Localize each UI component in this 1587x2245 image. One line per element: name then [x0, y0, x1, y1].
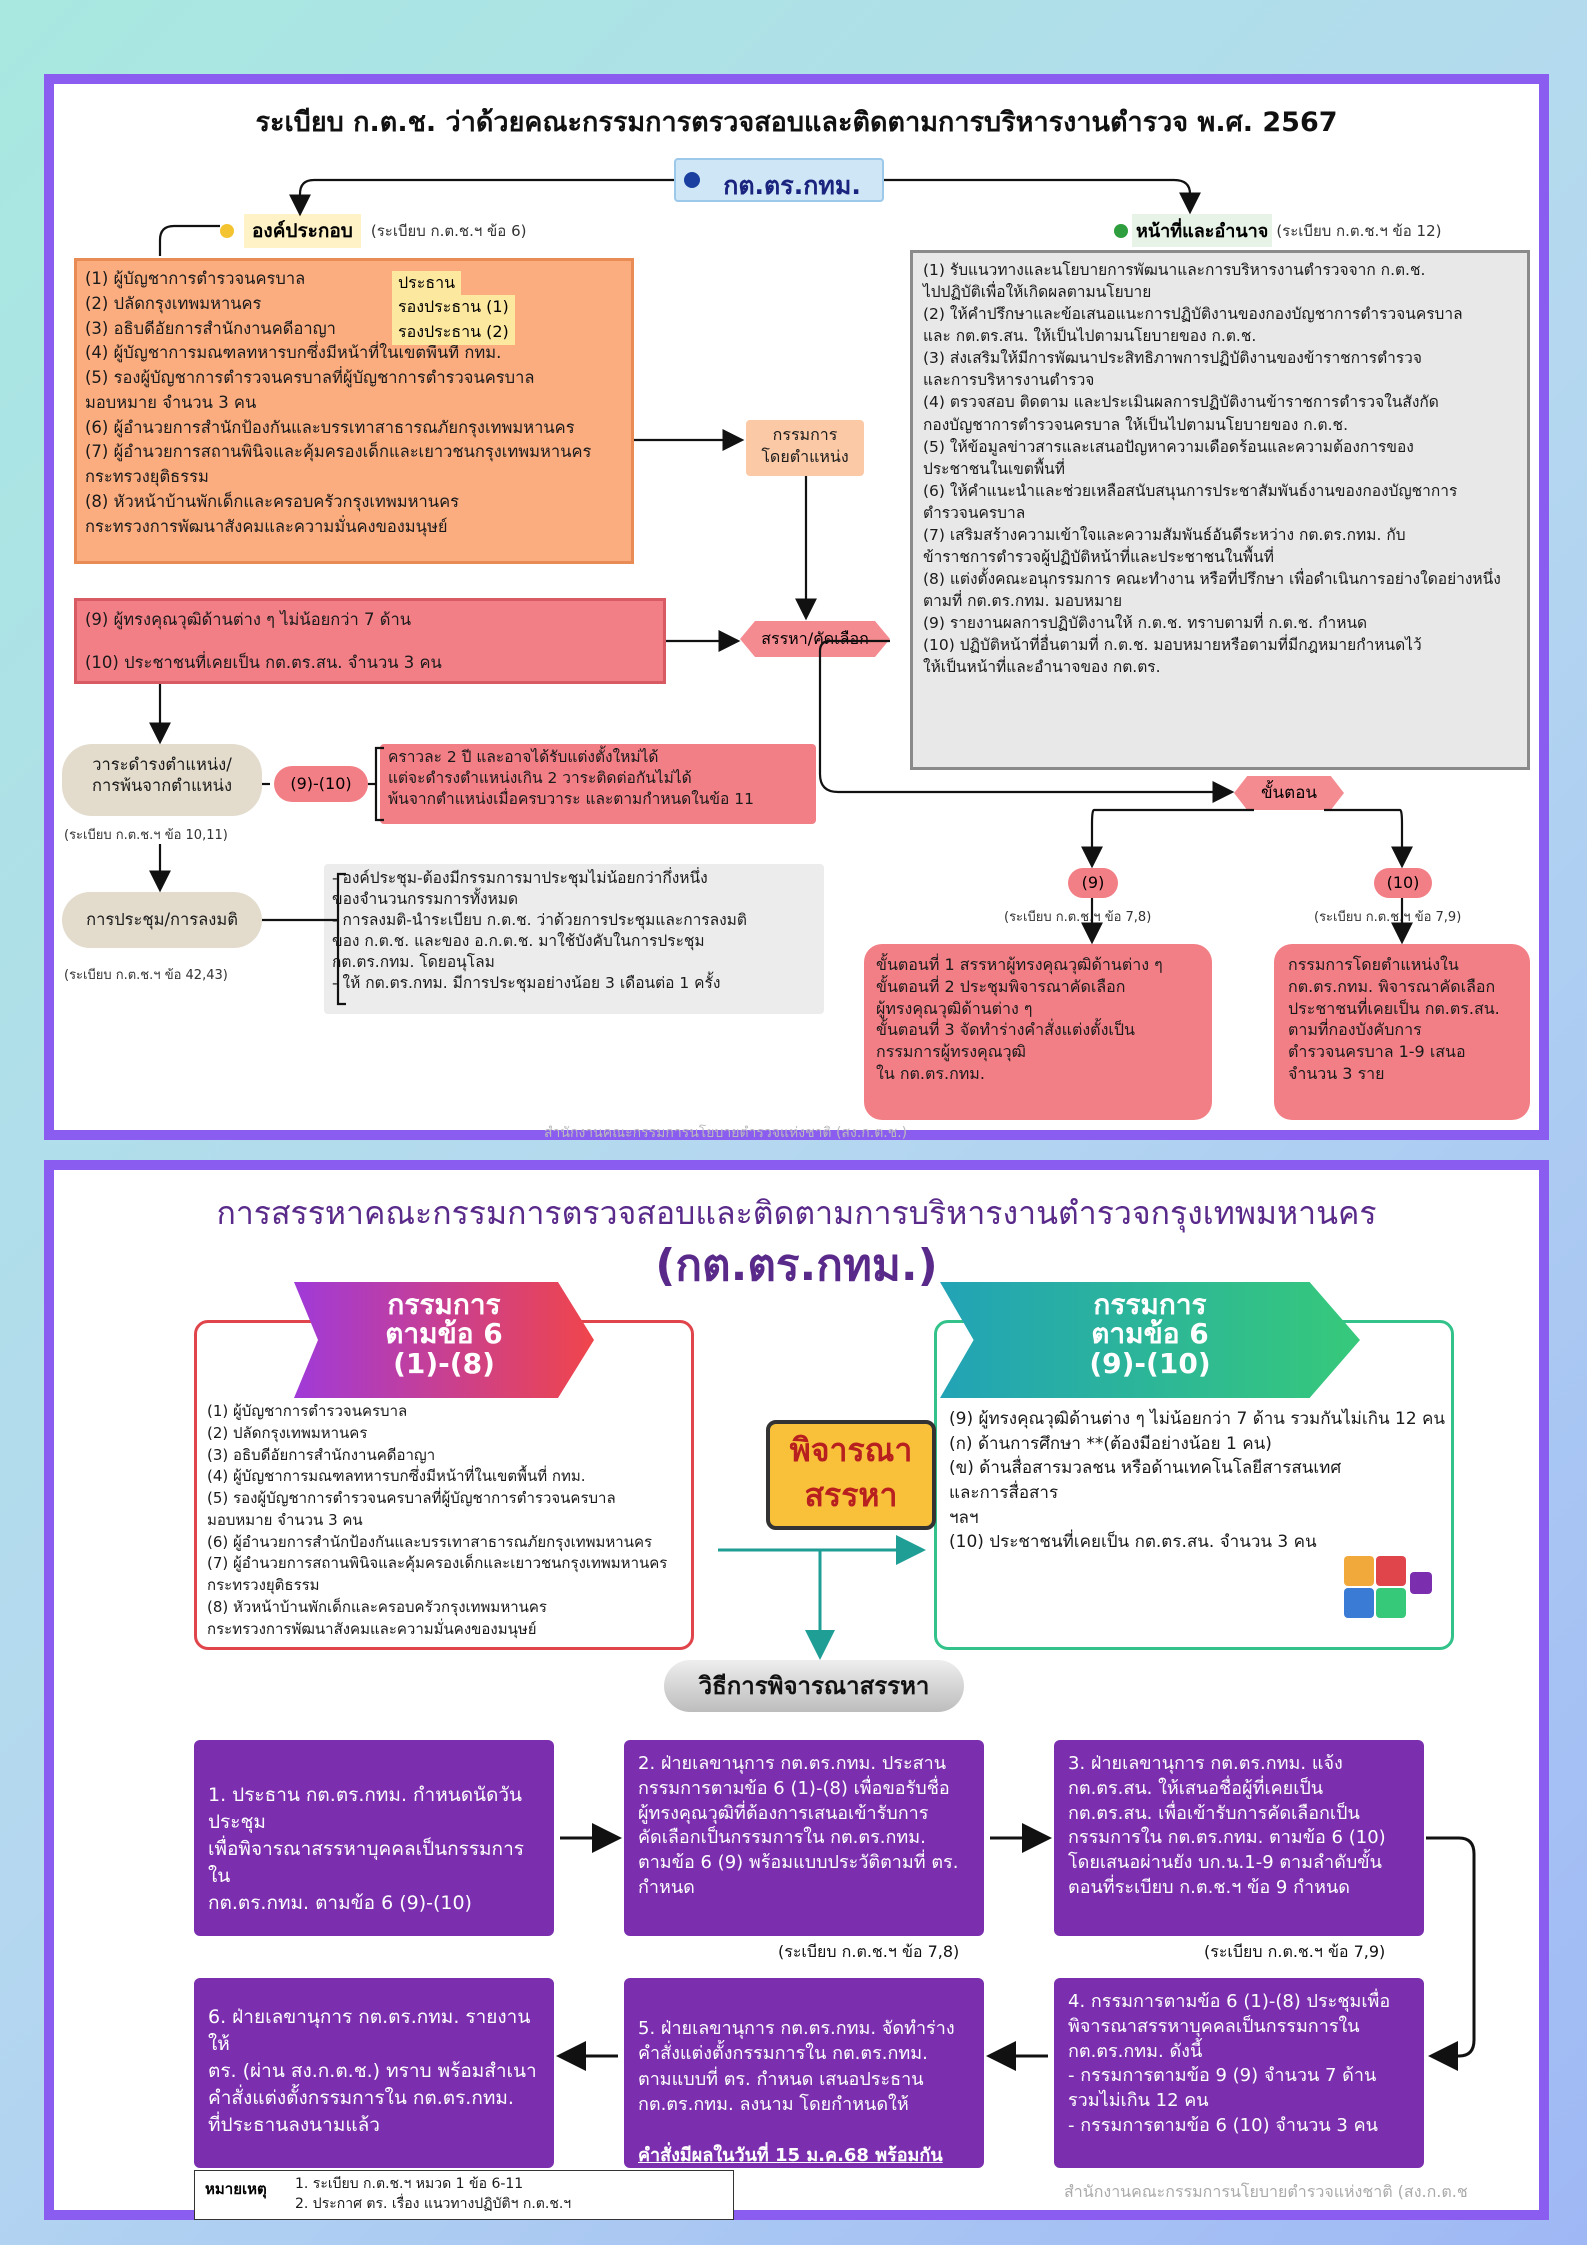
right-banner: กรรมการ ตามข้อ 6 (9)-(10) [940, 1282, 1360, 1398]
step-5: 5. ฝ่ายเลขานุการ กต.ตร.กทม. จัดทำร่าง คำ… [624, 1978, 984, 2168]
puzzle-illustration [1334, 1546, 1444, 1640]
term-text: คราวละ 2 ปี และอาจได้รับแต่งตั้งใหม่ได้ … [380, 744, 816, 824]
consider-node: พิจารณา สรรหา [766, 1420, 936, 1530]
step-2: 2. ฝ่ายเลขานุการ กต.ตร.กทม. ประสาน กรรมก… [624, 1740, 984, 1936]
right-members-list: (9) ผู้ทรงคุณวุฒิด้านต่าง ๆ ไม่น้อยกว่า … [949, 1409, 1446, 1553]
dot-icon [220, 224, 234, 238]
top-footer: สำนักงานคณะกรรมการนโยบายตำรวจแห่งชาติ (ส… [544, 1125, 908, 1141]
tag-10-ref: (ระเบียบ ก.ต.ช.ฯ ข้อ 7,9) [1314, 910, 1462, 925]
tag-9: (9) [1068, 868, 1118, 898]
term-node: วาระดำรงตำแหน่ง/ การพ้นจากตำแหน่ง [62, 744, 262, 816]
ex-officio-node: กรรมการ โดยตำแหน่ง [746, 420, 864, 476]
vice1-badge: รองประธาน (1) [392, 295, 515, 320]
method-label: วิธีการพิจารณาสรรหา [664, 1660, 964, 1712]
step-6: 6. ฝ่ายเลขานุการ กต.ตร.กทม. รายงานให้ ตร… [194, 1978, 554, 2168]
meeting-text: - องค์ประชุม-ต้องมีกรรมการมาประชุมไม่น้อ… [324, 864, 824, 1014]
duties-list: (1) รับแนวทางและนโยบายการพัฒนาและการบริห… [923, 261, 1501, 677]
steps-10-box: กรรมการโดยตำแหน่งใน กต.ตร.กทม. พิจารณาคั… [1274, 944, 1530, 1120]
dot-icon [684, 172, 700, 188]
powers-header: หน้าที่และอำนาจ (ระเบียบ ก.ต.ช.ฯ ข้อ 12) [1114, 214, 1442, 247]
composition-header: องค์ประกอบ (ระเบียบ ก.ต.ช.ฯ ข้อ 6) [220, 214, 526, 248]
members-9-10-box: (9) ผู้ทรงคุณวุฒิด้านต่าง ๆ ไม่น้อยกว่า … [74, 598, 666, 684]
note-box: หมายเหตุ 1. ระเบียบ ก.ต.ช.ฯ หมวด 1 ข้อ 6… [194, 2170, 734, 2220]
term-tag: (9)-(10) [274, 766, 368, 802]
members-1-8-box: (1) ผู้บัญชาการตำรวจนครบาล (2) ปลัดกรุงเ… [74, 258, 634, 564]
regulation-title: ระเบียบ ก.ต.ช. ว่าด้วยคณะกรรมการตรวจสอบแ… [255, 107, 1338, 138]
select-node: สรรหา/คัดเลือก [740, 621, 890, 657]
step-5-emphasis: คำสั่งมีผลในวันที่ 15 ม.ค.68 พร้อมกัน [638, 2145, 943, 2167]
note-text: 1. ระเบียบ ก.ต.ช.ฯ หมวด 1 ข้อ 6-11 2. ปร… [295, 2176, 572, 2212]
vice2-badge: รองประธาน (2) [392, 320, 515, 345]
bottom-footer: สำนักงานคณะกรรมการนโยบายตำรวจแห่งชาติ (ส… [1064, 2182, 1468, 2201]
left-members-list: (1) ผู้บัญชาการตำรวจนครบาล (2) ปลัดกรุงเ… [207, 1402, 668, 1638]
step-5-text: 5. ฝ่ายเลขานุการ กต.ตร.กทม. จัดทำร่าง คำ… [638, 2017, 955, 2116]
dot-icon [1114, 223, 1128, 238]
step-3: 3. ฝ่ายเลขานุการ กต.ตร.กทม. แจ้ง กต.ตร.ส… [1054, 1740, 1424, 1936]
steps-9-box: ขั้นตอนที่ 1 สรรหาผู้ทรงคุณวุฒิด้านต่าง … [864, 944, 1212, 1120]
composition-label: องค์ประกอบ [244, 214, 361, 248]
term-ref: (ระเบียบ ก.ต.ช.ฯ ข้อ 10,11) [64, 828, 228, 843]
tag-9-ref: (ระเบียบ ก.ต.ช.ฯ ข้อ 7,8) [1004, 910, 1152, 925]
regulation-panel: ระเบียบ ก.ต.ช. ว่าด้วยคณะกรรมการตรวจสอบแ… [44, 74, 1549, 1141]
step-1: 1. ประธาน กต.ตร.กทม. กำหนดนัดวันประชุม เ… [194, 1740, 554, 1936]
steps-node: ขั้นตอน [1234, 776, 1344, 810]
meeting-ref: (ระเบียบ ก.ต.ช.ฯ ข้อ 42,43) [64, 968, 228, 983]
duties-box: (1) รับแนวทางและนโยบายการพัฒนาและการบริห… [910, 250, 1530, 770]
left-banner: กรรมการ ตามข้อ 6 (1)-(8) [294, 1282, 594, 1398]
left-members-box: (1) ผู้บัญชาการตำรวจนครบาล (2) ปลัดกรุงเ… [194, 1320, 694, 1650]
step-3-ref: (ระเบียบ ก.ต.ช.ฯ ข้อ 7,9) [1204, 1940, 1386, 1965]
powers-label: หน้าที่และอำนาจ [1132, 214, 1273, 247]
step-2-ref: (ระเบียบ ก.ต.ช.ฯ ข้อ 7,8) [778, 1940, 960, 1965]
root-node: กต.ตร.กทม. [674, 158, 884, 202]
members-9-10-list: (9) ผู้ทรงคุณวุฒิด้านต่าง ๆ ไม่น้อยกว่า … [85, 610, 442, 672]
recruitment-title: การสรรหาคณะกรรมการตรวจสอบและติดตามการบริ… [216, 1194, 1377, 1232]
composition-ref: (ระเบียบ ก.ต.ช.ฯ ข้อ 6) [370, 222, 527, 240]
meeting-node: การประชุม/การลงมติ [62, 892, 262, 948]
members-1-8-list: (1) ผู้บัญชาการตำรวจนครบาล (2) ปลัดกรุงเ… [85, 269, 592, 536]
tag-10: (10) [1374, 868, 1432, 898]
note-label: หมายเหตุ [205, 2180, 267, 2198]
recruitment-panel: การสรรหาคณะกรรมการตรวจสอบและติดตามการบริ… [44, 1160, 1549, 2220]
chair-badge: ประธาน [392, 271, 462, 296]
root-label: กต.ตร.กทม. [723, 171, 861, 200]
powers-ref: (ระเบียบ ก.ต.ช.ฯ ข้อ 12) [1276, 221, 1442, 240]
recruitment-subtitle: (กต.ตร.กทม.) [655, 1240, 938, 1291]
step-4: 4. กรรมการตามข้อ 6 (1)-(8) ประชุมเพื่อ พ… [1054, 1978, 1424, 2168]
